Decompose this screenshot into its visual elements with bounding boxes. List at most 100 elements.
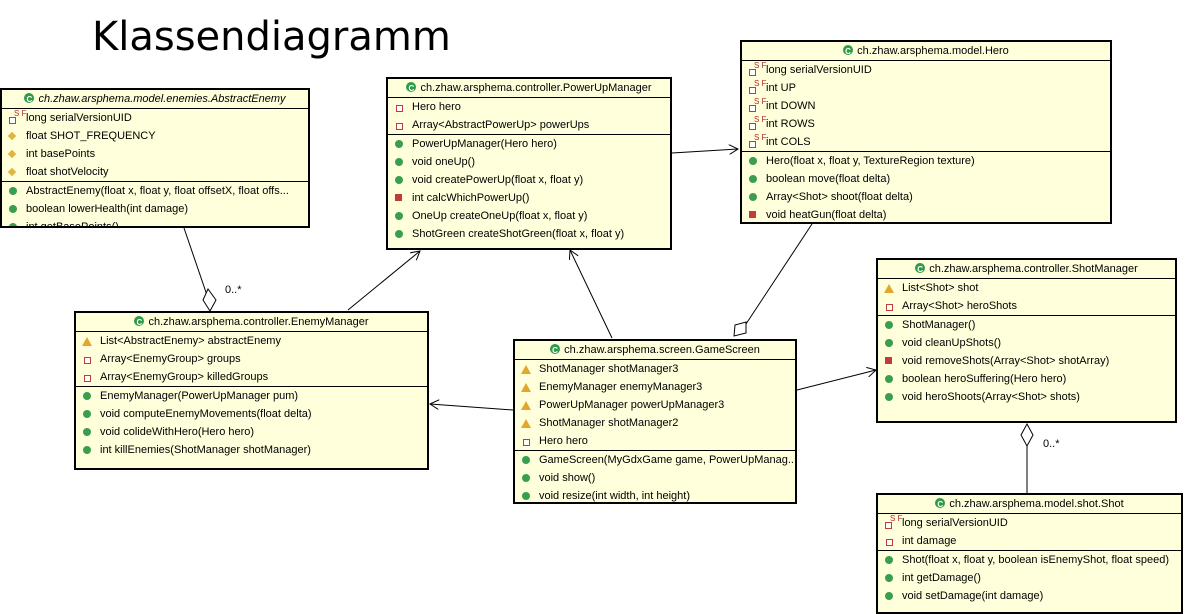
method-row[interactable]: int calcWhichPowerUp() — [388, 189, 670, 207]
static-final-icon: S F — [746, 133, 766, 151]
public-method-icon — [882, 370, 898, 388]
method-row[interactable]: Hero(float x, float y, TextureRegion tex… — [742, 152, 1110, 170]
public-constructor-icon — [6, 182, 22, 200]
attribute-row[interactable]: Array<AbstractPowerUp> powerUps — [388, 116, 670, 134]
method-text: boolean lowerHealth(int damage) — [26, 203, 189, 215]
method-row[interactable]: void computeEnemyMovements(float delta) — [76, 405, 427, 423]
class-box-game-screen[interactable]: ch.zhaw.arsphema.screen.GameScreenShotMa… — [513, 339, 797, 504]
class-icon — [406, 80, 417, 98]
attribute-row[interactable]: ShotManager shotManager3 — [515, 360, 795, 378]
private-icon — [80, 350, 96, 368]
edge-gamescreen-shotmanager — [796, 370, 876, 391]
method-row[interactable]: boolean lowerHealth(int damage) — [2, 200, 308, 218]
class-box-shot-manager[interactable]: ch.zhaw.arsphema.controller.ShotManagerL… — [876, 258, 1177, 423]
method-row[interactable]: OneUp createOneUp(float x, float y) — [388, 207, 670, 225]
class-name: ch.zhaw.arsphema.screen.GameScreen — [564, 344, 760, 356]
class-box-abstract-enemy[interactable]: ch.zhaw.arsphema.model.enemies.AbstractE… — [0, 88, 310, 228]
method-row[interactable]: void show() — [515, 469, 795, 487]
method-text: ShotManager() — [902, 319, 976, 331]
attribute-row[interactable]: float shotVelocity — [2, 163, 308, 181]
method-row[interactable]: GameScreen(MyGdxGame game, PowerUpManag.… — [515, 451, 795, 469]
attribute-row[interactable]: List<AbstractEnemy> abstractEnemy — [76, 332, 427, 350]
method-row[interactable]: Array<Shot> shoot(float delta) — [742, 188, 1110, 206]
method-text: int getDamage() — [902, 572, 981, 584]
attribute-row[interactable]: int basePoints — [2, 145, 308, 163]
attribute-row[interactable]: Array<Shot> heroShots — [878, 297, 1175, 315]
method-row[interactable]: void heroShoots(Array<Shot> shots) — [878, 388, 1175, 406]
private-method-icon — [882, 352, 898, 370]
static-final-marker: S F — [754, 97, 767, 106]
method-row[interactable]: int getDamage() — [878, 569, 1181, 587]
method-row[interactable]: void removeShots(Array<Shot> shotArray) — [878, 352, 1175, 370]
attribute-row[interactable]: ShotManager shotManager2 — [515, 414, 795, 432]
method-row[interactable]: boolean move(float delta) — [742, 170, 1110, 188]
class-box-enemy-manager[interactable]: ch.zhaw.arsphema.controller.EnemyManager… — [74, 311, 429, 470]
method-row[interactable]: int getBasePoints() — [2, 218, 308, 226]
warning-icon — [80, 332, 96, 350]
public-method-icon — [746, 170, 762, 188]
attribute-text: ShotManager shotManager3 — [539, 363, 679, 375]
class-header: ch.zhaw.arsphema.model.Hero — [742, 42, 1110, 61]
attribute-row[interactable]: float SHOT_FREQUENCY — [2, 127, 308, 145]
method-row[interactable]: ShotGreen createShotGreen(float x, float… — [388, 225, 670, 243]
public-method-icon — [80, 441, 96, 459]
method-row[interactable]: AbstractEnemy(float x, float y, float of… — [2, 182, 308, 200]
edge-enemymanager-powerupmanager — [347, 251, 420, 311]
methods-section: EnemyManager(PowerUpManager pum)void com… — [76, 387, 427, 459]
attribute-row[interactable]: Hero hero — [515, 432, 795, 450]
method-row[interactable]: void createPowerUp(float x, float y) — [388, 171, 670, 189]
method-row[interactable]: void heatGun(float delta) — [742, 206, 1110, 222]
public-method-icon — [80, 405, 96, 423]
method-row[interactable]: ShotManager() — [878, 316, 1175, 334]
method-row[interactable]: EnemyManager(PowerUpManager pum) — [76, 387, 427, 405]
attribute-row[interactable]: PowerUpManager powerUpManager3 — [515, 396, 795, 414]
attribute-row[interactable]: EnemyManager enemyManager3 — [515, 378, 795, 396]
public-method-icon — [80, 423, 96, 441]
method-text: void oneUp() — [412, 156, 475, 168]
method-text: Hero(float x, float y, TextureRegion tex… — [766, 155, 975, 167]
attribute-row[interactable]: Array<EnemyGroup> groups — [76, 350, 427, 368]
public-constructor-icon — [746, 152, 762, 170]
method-row[interactable]: void resize(int width, int height) — [515, 487, 795, 502]
method-row[interactable]: void cleanUpShots() — [878, 334, 1175, 352]
class-name: ch.zhaw.arsphema.controller.EnemyManager — [148, 316, 369, 328]
public-method-icon — [519, 487, 535, 502]
attribute-row[interactable]: int damage — [878, 532, 1181, 550]
attribute-text: EnemyManager enemyManager3 — [539, 381, 703, 393]
methods-section: PowerUpManager(Hero hero) void oneUp() voi… — [388, 135, 670, 243]
method-row[interactable]: boolean heroSuffering(Hero hero) — [878, 370, 1175, 388]
method-row[interactable]: int killEnemies(ShotManager shotManager) — [76, 441, 427, 459]
public-method-icon — [6, 218, 22, 226]
method-row[interactable]: void oneUp() — [388, 153, 670, 171]
method-row[interactable]: void setDamage(int damage) — [878, 587, 1181, 605]
method-text: void cleanUpShots() — [902, 337, 1002, 349]
class-box-powerup-manager[interactable]: ch.zhaw.arsphema.controller.PowerUpManag… — [386, 77, 672, 250]
private-icon — [392, 116, 408, 134]
method-row[interactable]: void colideWithHero(Hero hero) — [76, 423, 427, 441]
class-header: ch.zhaw.arsphema.model.shot.Shot — [878, 495, 1181, 514]
attribute-text: List<AbstractEnemy> abstractEnemy — [100, 335, 281, 347]
edge-enemymanager-abstractenemy — [183, 227, 211, 305]
attribute-row[interactable]: Array<EnemyGroup> killedGroups — [76, 368, 427, 386]
attribute-text: Array<AbstractPowerUp> powerUps — [412, 119, 590, 131]
public-constructor-icon — [392, 135, 408, 153]
method-row[interactable]: Shot(float x, float y, boolean isEnemySh… — [878, 551, 1181, 569]
method-text: void heatGun(float delta) — [766, 209, 887, 221]
class-header: ch.zhaw.arsphema.controller.ShotManager — [878, 260, 1175, 279]
multiplicity-label: 0..* — [1043, 438, 1060, 450]
attribute-row[interactable]: List<Shot> shot — [878, 279, 1175, 297]
method-text: void colideWithHero(Hero hero) — [100, 426, 255, 438]
method-row[interactable]: PowerUpManager(Hero hero) — [388, 135, 670, 153]
attribute-row[interactable]: Hero hero — [388, 98, 670, 116]
public-method-icon — [882, 587, 898, 605]
